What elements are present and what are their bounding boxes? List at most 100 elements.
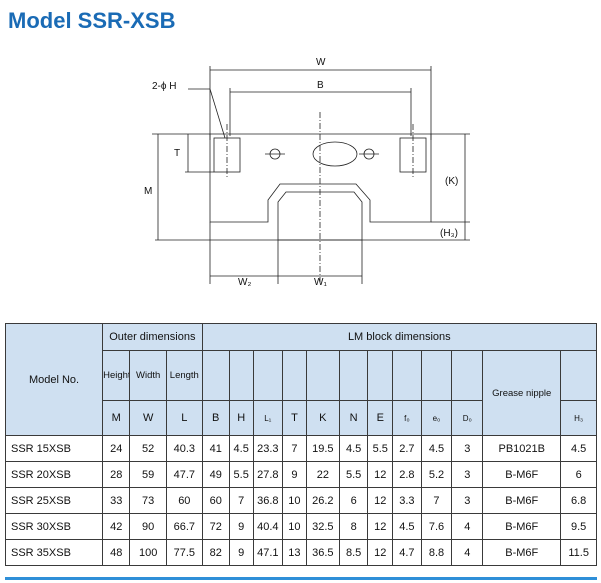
cell-h3: 9.5 (560, 513, 597, 540)
cell-h: 5.5 (228, 461, 254, 488)
cell-w: 52 (129, 435, 168, 462)
col-l: L (166, 400, 203, 436)
cell-n: 8 (338, 513, 369, 540)
cell-k: 32.5 (305, 513, 340, 540)
col-h: H (228, 400, 254, 436)
col-w: W (129, 400, 168, 436)
cell-t: 9 (282, 461, 307, 488)
cell-m: 28 (102, 461, 131, 488)
cell-n: 8.5 (338, 539, 369, 566)
cell-nipple: B-M6F (482, 461, 562, 488)
cell-f0: 3.3 (392, 487, 422, 514)
label-m: M (144, 186, 152, 197)
cell-m: 48 (102, 539, 131, 566)
col-m: M (102, 400, 131, 436)
height-label: Height (102, 350, 131, 401)
col-f0: f₀ (392, 400, 422, 436)
cell-h: 7 (228, 487, 254, 514)
cell-n: 4.5 (338, 435, 369, 462)
cell-model: SSR 20XSB (4, 461, 104, 488)
cell-e: 12 (367, 461, 394, 488)
cell-m: 42 (102, 513, 131, 540)
cell-d0: 3 (451, 487, 484, 514)
cell-w: 90 (129, 513, 168, 540)
cell-l: 60 (166, 487, 203, 514)
cell-d0: 4 (451, 513, 484, 540)
cell-t: 10 (282, 487, 307, 514)
cell-k: 36.5 (305, 539, 340, 566)
cell-l: 40.3 (166, 435, 203, 462)
cell-w: 59 (129, 461, 168, 488)
cell-t: 10 (282, 513, 307, 540)
lm-header: LM block dimensions (201, 323, 598, 351)
cell-t: 13 (282, 539, 307, 566)
cell-b: 41 (201, 435, 230, 462)
cell-b: 49 (201, 461, 230, 488)
cell-h: 4.5 (228, 435, 254, 462)
page-title: Model SSR-XSB (8, 8, 176, 33)
cell-m: 33 (102, 487, 131, 514)
cell-f0: 4.7 (392, 539, 422, 566)
cell-d0: 3 (451, 461, 484, 488)
cell-m: 24 (102, 435, 131, 462)
label-k: (K) (445, 176, 458, 187)
bottom-rule (5, 577, 597, 580)
label-b: B (317, 80, 324, 91)
cell-f0: 2.7 (392, 435, 422, 462)
col-d0: D₀ (451, 400, 484, 436)
col-e: E (367, 400, 394, 436)
cell-h3: 6 (560, 461, 597, 488)
cell-t: 7 (282, 435, 307, 462)
cell-d0: 4 (451, 539, 484, 566)
label-w2: W₂ (238, 277, 251, 288)
col-h3: H₃ (560, 400, 597, 436)
cell-model: SSR 30XSB (4, 513, 104, 540)
col-t: T (282, 400, 307, 436)
col-k: K (305, 400, 340, 436)
cell-k: 19.5 (305, 435, 340, 462)
cell-e0: 5.2 (420, 461, 453, 488)
model-header: Model No. (4, 323, 104, 436)
cell-n: 5.5 (338, 461, 369, 488)
cell-e0: 8.8 (420, 539, 453, 566)
technical-drawing: W B 2-ϕ H T M (K) (H₃) W₂ W₁ (144, 57, 470, 288)
cell-e0: 7 (420, 487, 453, 514)
cell-e0: 4.5 (420, 435, 453, 462)
dimensions-table: Model No. Outer dimensions LM block dime… (4, 323, 598, 566)
cell-e: 12 (367, 539, 394, 566)
col-b: B (201, 400, 230, 436)
cell-b: 60 (201, 487, 230, 514)
cell-b: 82 (201, 539, 230, 566)
length-label: Length (166, 350, 203, 401)
cell-nipple: B-M6F (482, 487, 562, 514)
cell-l1: 40.4 (252, 513, 284, 540)
label-h3: (H₃) (440, 228, 458, 239)
cell-l: 47.7 (166, 461, 203, 488)
cell-l: 66.7 (166, 513, 203, 540)
col-n: N (338, 400, 369, 436)
cell-d0: 3 (451, 435, 484, 462)
cell-l1: 27.8 (252, 461, 284, 488)
cell-e: 12 (367, 513, 394, 540)
col-e0: e₀ (420, 400, 453, 436)
cell-h3: 11.5 (560, 539, 597, 566)
cell-b: 72 (201, 513, 230, 540)
cell-nipple: B-M6F (482, 539, 562, 566)
cell-l1: 36.8 (252, 487, 284, 514)
label-w: W (316, 57, 326, 68)
cell-model: SSR 25XSB (4, 487, 104, 514)
cell-h3: 4.5 (560, 435, 597, 462)
cell-f0: 2.8 (392, 461, 422, 488)
col-l1: L₁ (252, 400, 284, 436)
cell-k: 26.2 (305, 487, 340, 514)
cell-k: 22 (305, 461, 340, 488)
width-label: Width (129, 350, 168, 401)
cell-h3: 6.8 (560, 487, 597, 514)
outer-header: Outer dimensions (102, 323, 203, 351)
cell-e: 5.5 (367, 435, 394, 462)
